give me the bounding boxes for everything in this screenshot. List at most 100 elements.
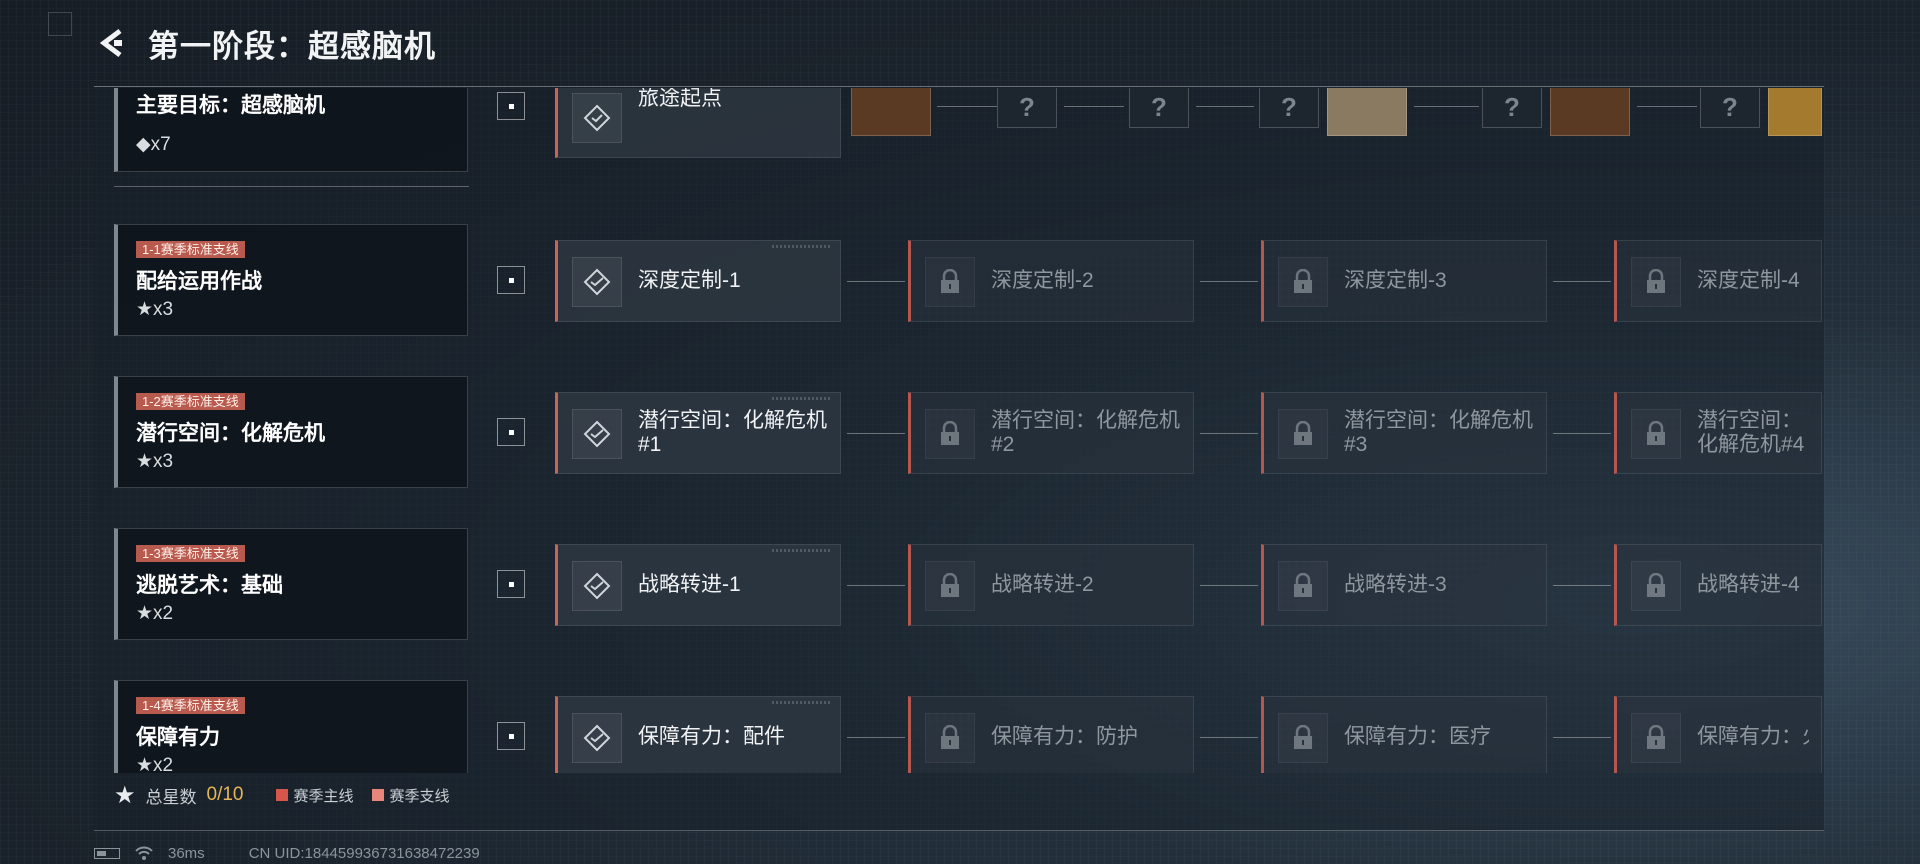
connector (937, 106, 997, 107)
connector (1637, 106, 1697, 107)
legend-main-label: 赛季主线 (293, 787, 354, 805)
lock-icon (925, 257, 975, 307)
connector (1553, 281, 1611, 282)
wifi-icon (135, 846, 153, 860)
status-bar: 36ms CN UID:18445993673163847223​9 (94, 844, 480, 862)
node-label: 深度定制-4 (1697, 269, 1800, 292)
branch-tag: 1-1赛季标准支线 (136, 241, 245, 258)
node-label: 潜行空间：化解危机#4 (1697, 409, 1805, 456)
branch-node[interactable]: 战略转进-1 (555, 544, 841, 626)
main-quest-row: 主要目标：超感脑机 ◆x7 旅途起点 ? ? ? ? ? (94, 88, 1822, 208)
connector (1200, 281, 1258, 282)
branch-node-locked[interactable]: 战略转进-4 (1614, 544, 1822, 626)
branch-node-locked[interactable]: 深度定制-4 (1614, 240, 1822, 322)
node-label: 潜行空间：化解危机#3 (1344, 409, 1533, 456)
node-label: 战略转进-4 (1697, 573, 1800, 596)
branch-node-locked[interactable]: 保障有力：火 (1614, 696, 1822, 773)
branch-node-locked[interactable]: 潜行空间：化解危机#2 (908, 392, 1194, 474)
branch-stars: ★x2 (136, 603, 174, 624)
branch-card[interactable]: 1-3赛季标准支线 逃脱艺术：基础 ★x2 (114, 528, 468, 640)
branch-name: 保障有力 (136, 726, 220, 749)
unknown-reward-icon[interactable]: ? (997, 88, 1057, 128)
branch-card[interactable]: 1-4赛季标准支线 保障有力 ★x2 (114, 680, 468, 773)
node-label: 潜行空间：化解危机#2 (991, 409, 1180, 456)
node-label: 战略转进-1 (638, 573, 741, 596)
lock-icon (1631, 713, 1681, 763)
node-label: 旅途起点 (638, 88, 722, 110)
legend-side-label: 赛季支线 (389, 787, 450, 805)
node-decoration (772, 397, 832, 400)
branch-node-locked[interactable]: 潜行空间：化解危机#4 (1614, 392, 1822, 474)
branch-node[interactable]: 保障有力：配件 (555, 696, 841, 773)
connector (1553, 585, 1611, 586)
unknown-reward-icon[interactable]: ? (1129, 88, 1189, 128)
unknown-reward-icon[interactable]: ? (1482, 88, 1542, 128)
connector (847, 585, 905, 586)
branch-card[interactable]: 1-2赛季标准支线 潜行空间：化解危机 ★x3 (114, 376, 468, 488)
branch-node-locked[interactable]: 深度定制-2 (908, 240, 1194, 322)
mission-icon (572, 257, 622, 307)
lock-icon (925, 713, 975, 763)
unknown-reward-icon[interactable]: ? (1259, 88, 1319, 128)
corner-decoration (48, 12, 72, 36)
connector (847, 433, 905, 434)
expand-button[interactable] (497, 722, 525, 750)
lock-icon (1631, 257, 1681, 307)
expand-button[interactable] (497, 92, 525, 120)
branch-node-locked[interactable]: 保障有力：医疗 (1261, 696, 1547, 773)
branch-node-locked[interactable]: 深度定制-3 (1261, 240, 1547, 322)
quest-scroll-area[interactable]: 主要目标：超感脑机 ◆x7 旅途起点 ? ? ? ? ? 1-1赛季标准支线 配… (94, 88, 1822, 773)
legend-main: 赛季主线 (275, 785, 354, 806)
node-label: 战略转进-3 (1344, 573, 1447, 596)
node-decoration (772, 245, 832, 248)
back-arrow-icon (99, 29, 122, 57)
branch-name: 逃脱艺术：基础 (136, 574, 283, 597)
main-quest-card[interactable]: 主要目标：超感脑机 ◆x7 (114, 88, 468, 172)
branch-tag: 1-2赛季标准支线 (136, 393, 245, 410)
mission-icon (572, 93, 622, 143)
connector (1200, 433, 1258, 434)
branch-card[interactable]: 1-1赛季标准支线 配给运用作战 ★x3 (114, 224, 468, 336)
node-decoration (772, 549, 832, 552)
branch-tag: 1-4赛季标准支线 (136, 697, 245, 714)
lock-icon (1278, 409, 1328, 459)
expand-button[interactable] (497, 570, 525, 598)
branch-row-1: 1-1赛季标准支线 配给运用作战 ★x3 深度定制-1 深度定制-2 深度定制-… (94, 224, 1822, 344)
reward-item-icon[interactable] (1550, 88, 1630, 136)
connector (1553, 433, 1611, 434)
branch-node[interactable]: 深度定制-1 (555, 240, 841, 322)
branch-node-locked[interactable]: 战略转进-3 (1261, 544, 1547, 626)
node-label: 保障有力：防护 (991, 725, 1138, 748)
branch-node[interactable]: 潜行空间：化解危机#1 (555, 392, 841, 474)
side-line-color-icon (371, 789, 384, 801)
unknown-reward-icon[interactable]: ? (1700, 88, 1760, 128)
branch-tag: 1-3赛季标准支线 (136, 545, 245, 562)
node-label: 保障有力：医疗 (1344, 725, 1491, 748)
reward-item-icon[interactable] (1768, 88, 1822, 136)
main-line-color-icon (275, 789, 288, 801)
lock-icon (1278, 713, 1328, 763)
branch-node-locked[interactable]: 潜行空间：化解危机#3 (1261, 392, 1547, 474)
reward-item-icon[interactable] (1327, 88, 1407, 136)
connector (847, 737, 905, 738)
reward-item-icon[interactable] (851, 88, 931, 136)
back-button[interactable] (94, 25, 130, 61)
expand-button[interactable] (497, 266, 525, 294)
section-divider (114, 186, 469, 187)
main-quest-node-1[interactable]: 旅途起点 (555, 88, 841, 158)
mission-icon (572, 409, 622, 459)
connector (1196, 106, 1254, 107)
lock-icon (1631, 409, 1681, 459)
mission-icon (572, 713, 622, 763)
branch-node-locked[interactable]: 战略转进-2 (908, 544, 1194, 626)
expand-button[interactable] (497, 418, 525, 446)
connector (1414, 106, 1479, 107)
branch-node-locked[interactable]: 保障有力：防护 (908, 696, 1194, 773)
lock-icon (925, 561, 975, 611)
uid-text: CN UID:18445993673163847223​9 (248, 844, 480, 862)
node-label: 深度定制-3 (1344, 269, 1447, 292)
branch-stars: ★x3 (136, 299, 174, 320)
lock-icon (1278, 561, 1328, 611)
node-label: 深度定制-2 (991, 269, 1094, 292)
node-decoration (772, 701, 832, 704)
